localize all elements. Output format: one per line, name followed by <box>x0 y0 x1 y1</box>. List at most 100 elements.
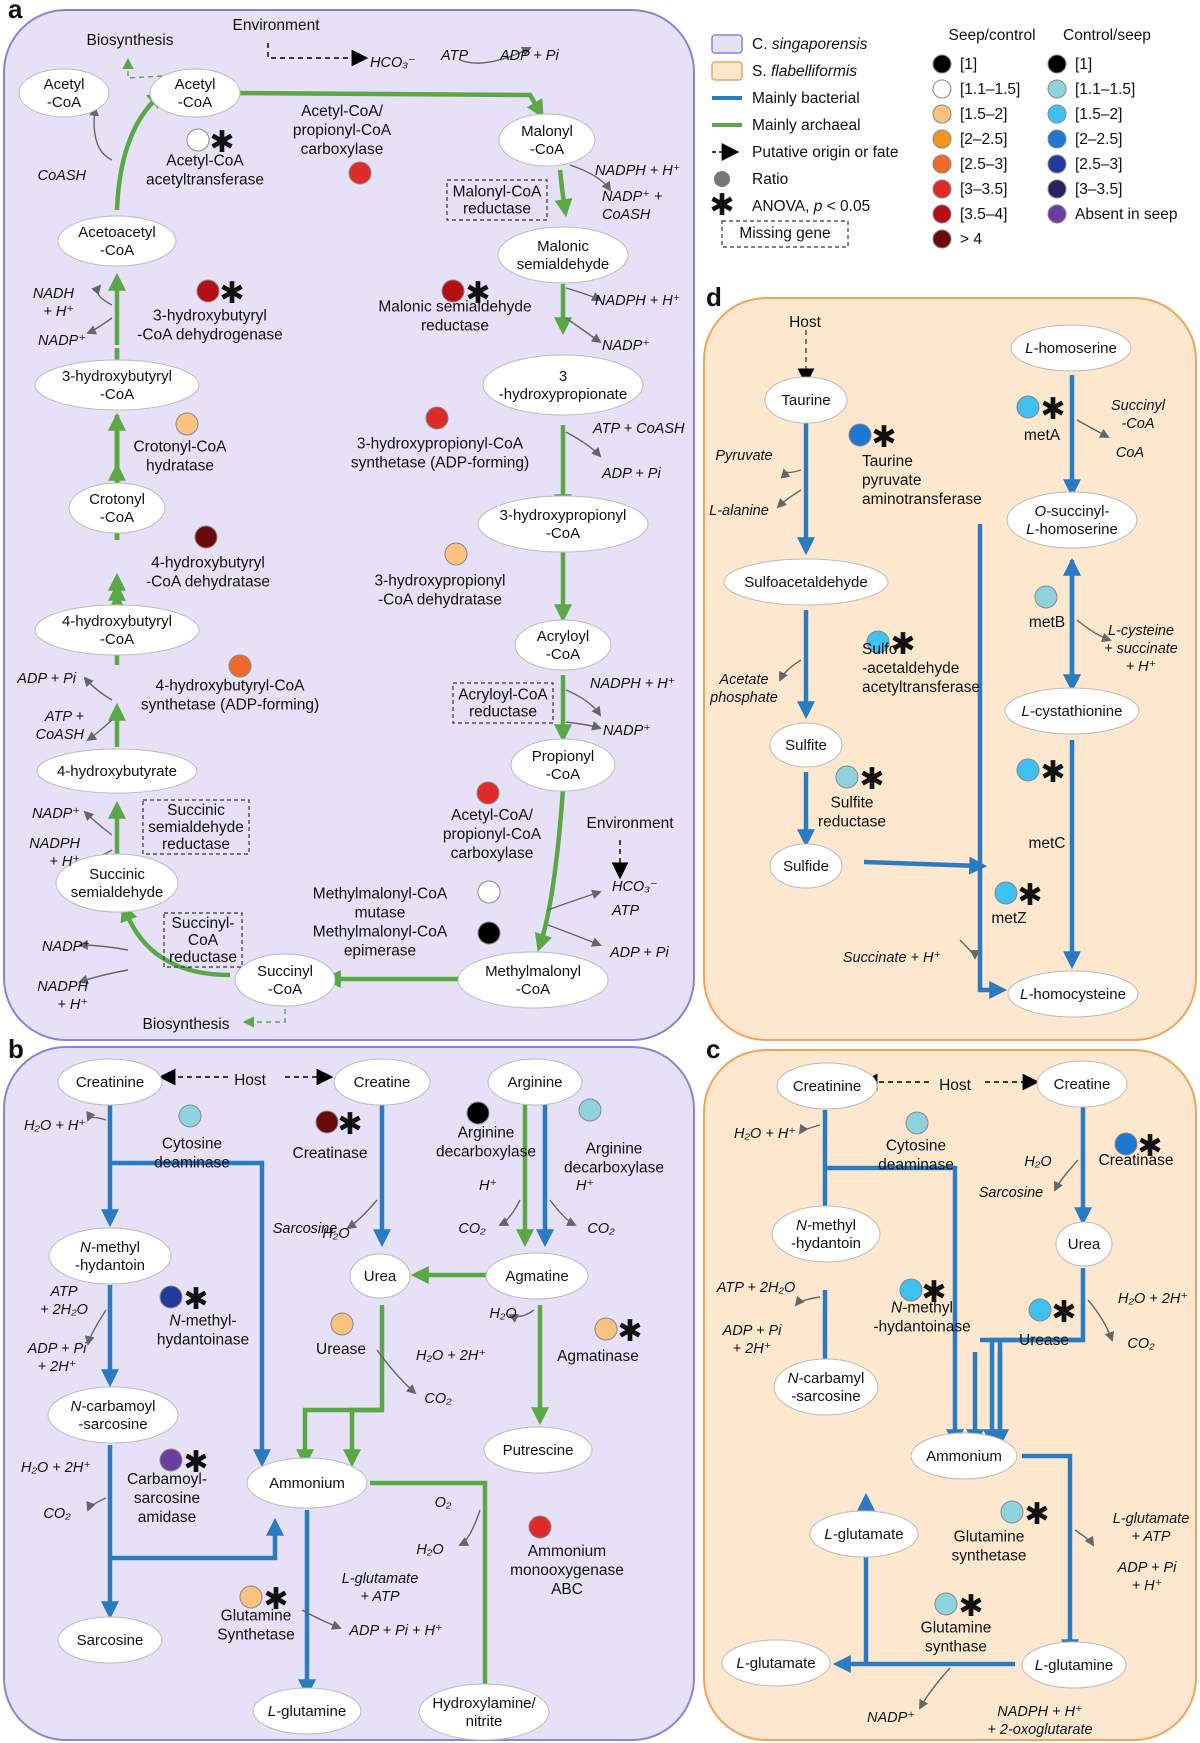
significance-asterisk: ✱ <box>1024 1498 1049 1531</box>
legend-label: C. singaporensis <box>752 36 868 53</box>
pathway-arrow <box>110 1160 271 1468</box>
significance-asterisk: ✱ <box>1137 1130 1162 1163</box>
cofactor-label: H₂O + H⁺ <box>734 1126 796 1142</box>
cofactor-label: NADPH + H⁺ <box>590 676 675 692</box>
n-methyl-hydantoin-node <box>48 1227 172 1285</box>
cofactor-arrow <box>565 317 602 344</box>
n-carbamoyl-sarcosine-node <box>47 1386 179 1444</box>
cofactor-label: ADP + Pi+ 2H⁺ <box>722 1323 782 1357</box>
biosynthesis-label: Biosynthesis <box>86 32 173 49</box>
l-homoserine-label: L-homoserine <box>1025 340 1117 357</box>
putrescine-label: Putrescine <box>503 1442 574 1459</box>
cofactor-arrow <box>83 676 113 701</box>
malonic-semialdehyde-node <box>497 226 629 284</box>
legend-label: Putative origin or fate <box>752 144 898 161</box>
cofactor-label: NADPH+ H⁺ <box>29 836 80 870</box>
cofactor-label: Sarcosine <box>979 1185 1043 1201</box>
cofactor-arrow <box>959 939 980 960</box>
creatinine-label: Creatinine <box>793 1078 861 1095</box>
legend-bin-dot <box>932 179 952 199</box>
creatine-label: Creatine <box>1054 1076 1111 1093</box>
cofactor-arrow <box>459 47 532 64</box>
legend-label: Ratio <box>752 171 788 188</box>
creatinine-node <box>776 1062 878 1110</box>
significance-asterisk: ✱ <box>958 1590 983 1623</box>
cofactor-label: NADH+ H⁺ <box>33 286 75 320</box>
significance-asterisk: ✱ <box>465 277 490 310</box>
ratio-dot <box>1016 395 1040 419</box>
legend-bin-label: [2.5–3] <box>960 156 1007 173</box>
cofactor-label: H₂O <box>322 1226 349 1242</box>
crotonyl-coa-label: Crotonyl-CoA <box>89 491 145 526</box>
hydroxypropionyl-coa-label: 3-hydroxypropionyl-CoA <box>500 507 627 542</box>
n-carbamyl-sarcosine-label: N-carbamyl-sarcosine <box>788 1370 865 1405</box>
agmatine-label: Agmatine <box>505 1268 568 1285</box>
legend-bin-label: [2.5–3] <box>1075 156 1122 173</box>
l-cystathionine-label: L-cystathionine <box>1022 703 1123 720</box>
legend-swatch <box>711 34 743 54</box>
succinic-semialdehyde-node <box>55 853 179 913</box>
cofactor-label: H⁺ <box>576 1178 594 1194</box>
cofactor-arrow <box>565 287 602 301</box>
cofactor-label: CO₂ <box>1127 1336 1155 1352</box>
cofactor-label: L-cysteine+ succinate+ H⁺ <box>1104 623 1178 675</box>
o-succinyl-l-homoserine-node <box>1006 491 1138 549</box>
enzyme-n-methylhydantoinase: N-methyl-hydantoinase <box>157 1313 249 1349</box>
creatine-label: Creatine <box>354 1074 411 1091</box>
cofactor-label: ATP <box>440 48 468 64</box>
pathway-arrow <box>343 1407 382 1468</box>
creatinine-label: Creatinine <box>76 1074 144 1091</box>
host-label: Host <box>789 314 822 331</box>
ratio-dot <box>848 423 872 447</box>
cofactor-arrow <box>1087 1299 1115 1342</box>
ratio-dot <box>594 1317 618 1341</box>
sulfide-node <box>769 843 843 889</box>
n-carbamoyl-sarcosine-label: N-carbamoyl-sarcosine <box>70 1398 155 1433</box>
cofactor-label: H₂O + 2H⁺ <box>1118 1291 1188 1307</box>
missing-gene-succinic-semialdehyde-reductase <box>142 799 250 855</box>
legend-bin-label: [1.5–2] <box>1075 106 1122 123</box>
cofactor-label: ADP + Pi <box>499 48 559 64</box>
sulfite-node <box>769 722 843 768</box>
pathway-arrow <box>110 1517 284 1561</box>
significance-asterisk: ✱ <box>859 763 884 796</box>
ratio-dot <box>1114 1132 1138 1156</box>
legend-label: Missing gene <box>739 225 830 242</box>
creatinine-node <box>57 1058 163 1106</box>
l-glutamate-bottom-node <box>721 1639 831 1687</box>
cofactor-label: ADP + Pi+ H⁺ <box>1117 1560 1177 1594</box>
cofactor-label: CO₂ <box>587 1221 615 1237</box>
ammonium-node <box>910 1432 1018 1480</box>
creatine-node <box>1036 1060 1128 1108</box>
hydroxybutyryl-coa-3-label: 3-hydroxybutyryl-CoA <box>62 368 172 403</box>
arginine-label: Arginine <box>507 1074 562 1091</box>
ratio-dot <box>186 128 210 152</box>
legend-bin-label: [1] <box>960 56 977 73</box>
methylmalonyl-coa-label: Methylmalonyl-CoA <box>485 963 581 998</box>
hydroxybutyryl-coa-4-node <box>34 604 200 656</box>
hydroxypropionate-label: 3-hydroxypropionate <box>499 368 627 403</box>
cofactor-arrow <box>794 1295 821 1307</box>
cofactor-arrow <box>91 284 113 306</box>
enzyme-metZ: metZ <box>991 910 1026 927</box>
cofactor-label: HCO₃⁻ <box>612 879 658 895</box>
cofactor-arrow <box>78 969 129 985</box>
legend-label: Mainly archaeal <box>752 117 861 134</box>
legend-bin-label: [2–2.5] <box>960 131 1007 148</box>
panel-letter-a: a <box>8 0 23 24</box>
panel-letter-d: d <box>706 282 722 312</box>
cofactor-label: NADPH + H⁺+ 2-oxoglutarate <box>987 1704 1092 1738</box>
succinyl-coa-label: Succinyl-CoA <box>257 963 313 998</box>
acetyl-coa-outer-label: Acetyl-CoA <box>44 76 85 111</box>
hydroxypropionate-node <box>482 354 644 416</box>
arginine-node <box>487 1058 583 1106</box>
ratio-dot <box>315 1110 339 1134</box>
legend-swatch <box>721 220 849 248</box>
cofactor-arrow <box>1076 619 1112 643</box>
enzyme-hydroxybutyryl-coa-dehydratase: 4-hydroxybutyryl-CoA dehydratase <box>146 555 270 591</box>
